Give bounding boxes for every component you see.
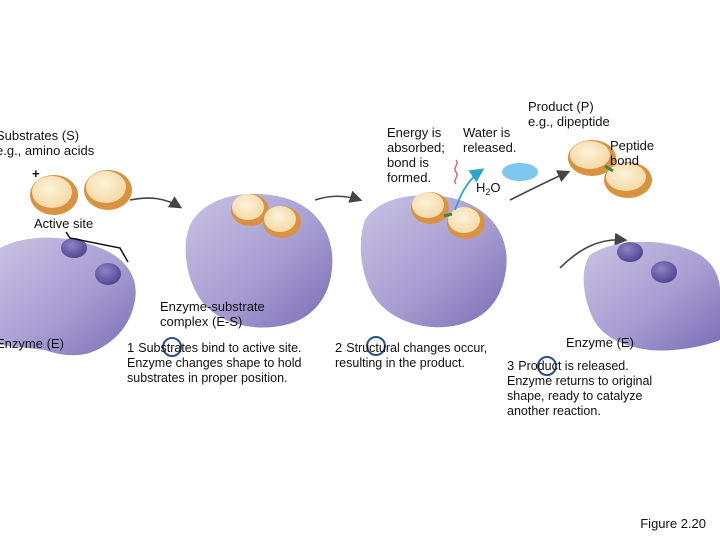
arrow-enzyme-return: [559, 232, 628, 269]
enzyme-product-complex-shape: [360, 192, 507, 328]
peptide-bond-label: Peptide bond: [610, 138, 655, 168]
substrates-label: Substrates (S) e.g., amino acids: [0, 128, 95, 158]
step-3-number: 3: [507, 358, 515, 373]
active-site-bracket: [65, 231, 129, 263]
water-release-arrow: [454, 168, 485, 211]
energy-squiggle: [454, 159, 458, 185]
active-site-label: Active site: [34, 216, 94, 231]
h2o-subscript: 2: [485, 187, 491, 197]
figure-label: Figure 2.20: [640, 516, 706, 531]
enzyme-es-complex-shape: [185, 193, 333, 328]
water-label: Water is released.: [463, 125, 517, 155]
step-3-circle: [537, 356, 557, 376]
step-2-number: 2: [335, 340, 343, 355]
enzyme-right-shape: [583, 241, 720, 351]
product-label: Product (P) e.g., dipeptide: [528, 99, 610, 129]
h2o-h: H: [476, 180, 486, 195]
substrate-left: [30, 175, 78, 215]
water-molecule-blob: [502, 163, 538, 181]
enzyme-left-label: Enzyme (E): [0, 336, 64, 351]
arrow-structural-change: [314, 190, 363, 203]
step-3-text: Product is released. Enzyme returns to o…: [507, 359, 653, 418]
step-1-number: 1: [127, 340, 135, 355]
step-1-text: Substrates bind to active site. Enzyme c…: [127, 341, 302, 385]
enzyme-left-shape: [0, 237, 136, 356]
enzyme-right-label: Enzyme (E): [566, 335, 634, 350]
step-1-circle: [162, 337, 182, 357]
step-2-text: Structural changes occur, resulting in t…: [335, 341, 488, 370]
arrow-product-release: [509, 170, 571, 201]
arrow-substrate-binding: [129, 196, 183, 209]
h2o-label: H2O: [476, 165, 501, 200]
energy-label: Energy is absorbed; bond is formed.: [387, 125, 445, 185]
plus-sign: +: [32, 166, 40, 181]
substrate-right: [84, 170, 132, 210]
step-2-circle: [366, 336, 386, 356]
h2o-o: O: [490, 180, 501, 195]
dipeptide-product: [568, 140, 652, 198]
es-complex-label: Enzyme-substrate complex (E-S): [160, 299, 265, 329]
